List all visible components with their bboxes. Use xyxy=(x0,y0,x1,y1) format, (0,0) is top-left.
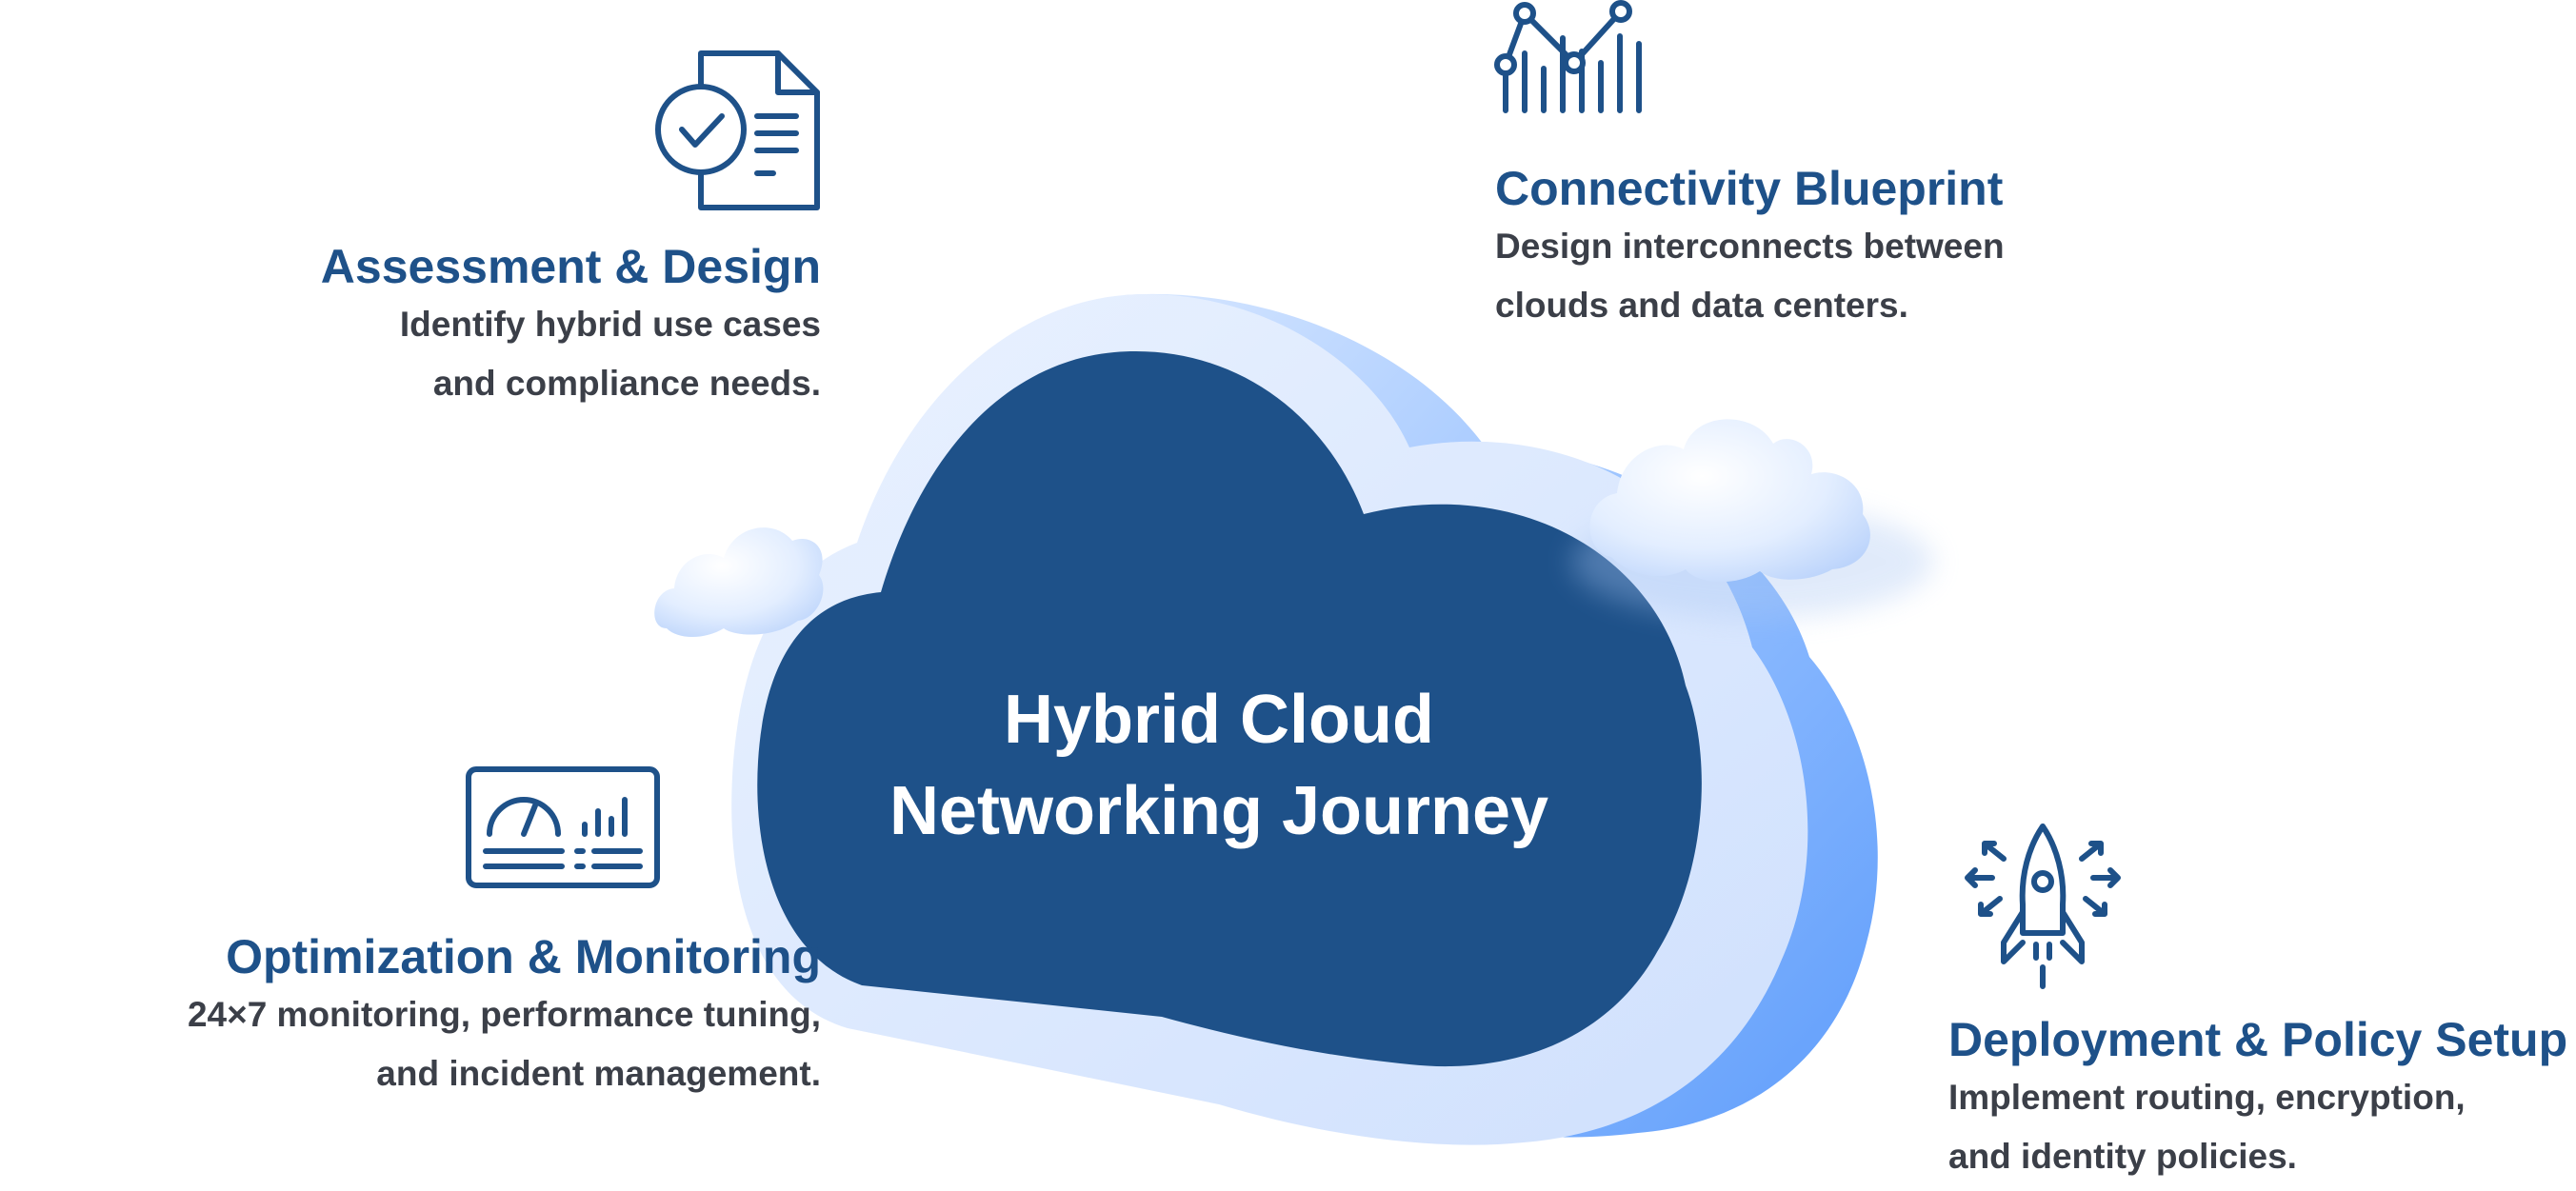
stage-assessment-title: Assessment & Design xyxy=(320,240,821,293)
stage-deployment-desc-line-1: Implement routing, encryption, xyxy=(1948,1078,2466,1117)
stage-assessment-desc-line-2: and compliance needs. xyxy=(432,364,821,403)
rocket-icon xyxy=(1965,824,2121,989)
stage-optimization-desc-line-1: 24×7 monitoring, performance tuning, xyxy=(187,995,821,1034)
stage-optimization: Optimization & Monitoring 24×7 monitorin… xyxy=(188,928,821,1103)
document-check-icon xyxy=(655,50,820,210)
stage-connectivity-desc-line-1: Design interconnects between xyxy=(1495,227,2005,266)
small-cloud-right xyxy=(1571,419,1933,619)
hub-cloud xyxy=(731,293,1878,1145)
stage-connectivity: Connectivity Blueprint Design interconne… xyxy=(1495,160,2005,335)
dashboard-icon xyxy=(466,766,660,888)
stage-deployment-desc-line-2: and identity policies. xyxy=(1948,1137,2297,1176)
stage-deployment-title: Deployment & Policy Setup xyxy=(1948,1013,2568,1066)
line-chart-icon xyxy=(1494,0,1642,113)
stage-deployment: Deployment & Policy Setup Implement rout… xyxy=(1948,1011,2567,1186)
hub-title-line-2: Networking Journey xyxy=(889,773,1549,849)
stage-optimization-desc-line-2: and incident management. xyxy=(376,1054,821,1093)
stage-assessment: Assessment & Design Identify hybrid use … xyxy=(321,238,821,413)
hub-title: Hybrid Cloud Networking Journey xyxy=(743,674,1695,857)
stage-assessment-desc-line-1: Identify hybrid use cases xyxy=(399,305,821,344)
stage-connectivity-title: Connectivity Blueprint xyxy=(1495,162,2004,215)
stage-connectivity-desc-line-2: clouds and data centers. xyxy=(1495,286,1908,325)
hub-title-line-1: Hybrid Cloud xyxy=(1004,682,1434,758)
hub-cloud-front xyxy=(757,351,1702,1067)
stage-optimization-title: Optimization & Monitoring xyxy=(226,930,821,983)
small-cloud-left xyxy=(654,527,824,637)
